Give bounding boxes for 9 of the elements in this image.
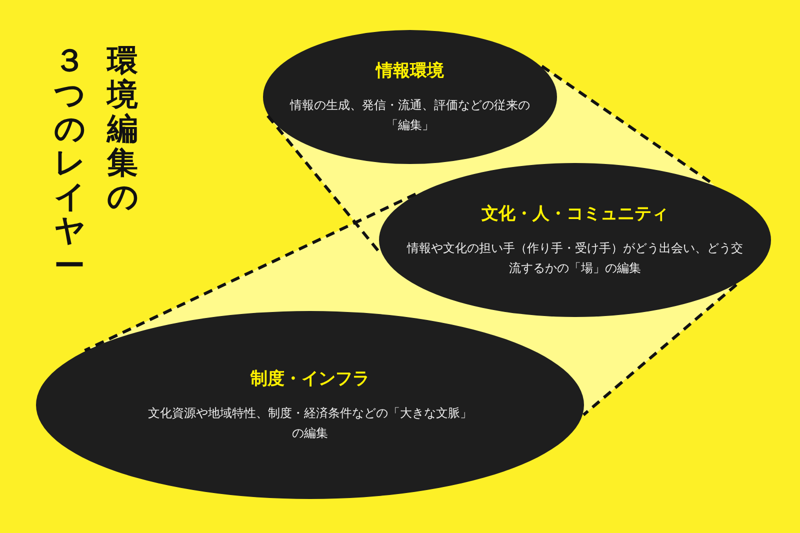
layer-description: 情報や文化の担い手（作り手・受け手）がどう出会い、どう交流するかの「場」の編集 [406, 240, 744, 276]
layer-heading: 情報環境 [376, 60, 444, 82]
title: 環境編集の３つのレイヤー [54, 44, 138, 283]
layer-heading: 文化・人・コミュニティ [482, 202, 668, 225]
dashed-connector [582, 284, 738, 416]
layer-description: 文化資源や地域特性、制度・経済条件などの「大きな文脈」の編集 [147, 404, 473, 442]
layer-description: 情報の生成、発信・流通、評価などの従来の「編集」 [288, 96, 531, 134]
layer-heading: 制度・インフラ [250, 368, 370, 390]
dashed-connector [84, 192, 416, 352]
